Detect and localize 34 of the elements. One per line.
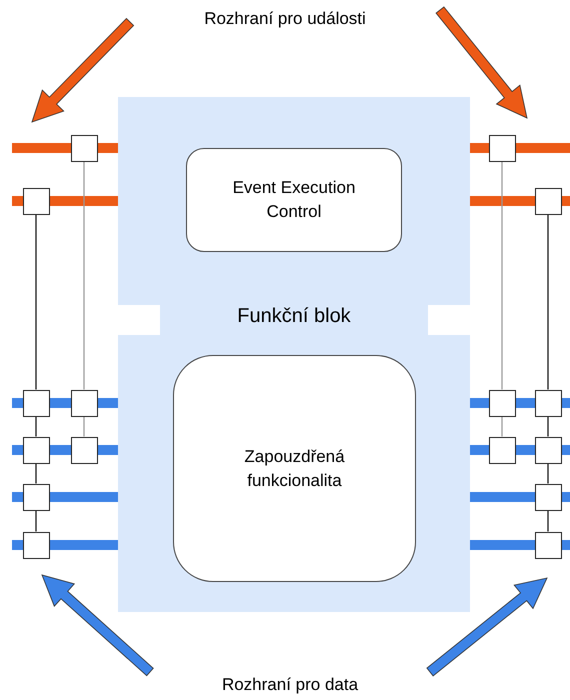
- port-square: [534, 484, 562, 510]
- port-square: [488, 134, 516, 162]
- port-square: [22, 484, 50, 510]
- port-square: [488, 390, 516, 416]
- port-square: [22, 390, 50, 416]
- port-square: [22, 188, 50, 214]
- port-square: [534, 188, 562, 214]
- port-square: [534, 436, 562, 464]
- port-square: [22, 436, 50, 464]
- association-line: [35, 416, 37, 436]
- association-line: [547, 510, 549, 532]
- port-square: [488, 436, 516, 464]
- association-line: [547, 416, 549, 436]
- port-square: [70, 390, 98, 416]
- association-line: [547, 214, 549, 390]
- port-square: [70, 436, 98, 464]
- process-box: Zapouzdřená funkcionalita: [173, 355, 416, 582]
- association-line: [501, 162, 503, 390]
- port-square: [70, 134, 98, 162]
- association-line: [83, 162, 85, 390]
- interface-label: Rozhraní pro události: [204, 8, 366, 30]
- association-line: [547, 464, 549, 484]
- function-block: [118, 97, 470, 612]
- association-line: [501, 416, 503, 436]
- port-square: [22, 532, 50, 558]
- association-line: [35, 510, 37, 532]
- process-box: Event Execution Control: [186, 148, 402, 252]
- association-line: [35, 464, 37, 484]
- interface-label: Rozhraní pro data: [222, 674, 358, 696]
- association-line: [83, 416, 85, 436]
- port-square: [534, 532, 562, 558]
- port-square: [534, 390, 562, 416]
- block-title: Funkční blok: [236, 304, 352, 329]
- association-line: [35, 214, 37, 390]
